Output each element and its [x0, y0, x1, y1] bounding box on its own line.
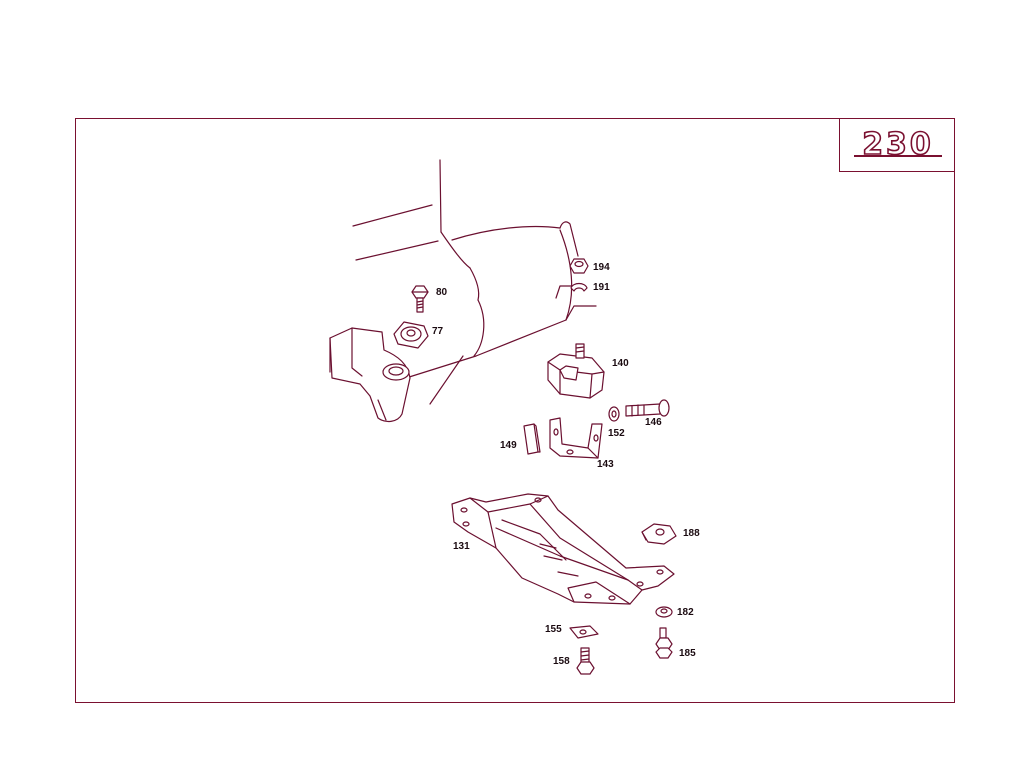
callout-80: 80	[436, 287, 448, 298]
callout-143: 143	[597, 459, 614, 470]
transmission-housing	[352, 159, 597, 405]
callout-149: 149	[500, 440, 517, 451]
washer-191	[570, 282, 588, 292]
nut-185	[655, 627, 673, 659]
nut-194	[569, 258, 589, 274]
model-badge: 230	[839, 118, 955, 172]
diagram-frame	[75, 118, 955, 703]
washer-182	[655, 606, 673, 618]
callout-131: 131	[453, 541, 470, 552]
mount-pad-77	[393, 321, 429, 349]
callout-191: 191	[593, 282, 610, 293]
clip-188	[641, 523, 677, 545]
rubber-mount-140	[547, 343, 605, 399]
shim-149	[523, 423, 541, 455]
callout-140: 140	[612, 358, 629, 369]
model-number: 230	[840, 118, 956, 172]
callout-146: 146	[645, 417, 662, 428]
crossmember-131	[451, 493, 675, 605]
washer-152	[608, 406, 620, 422]
callout-158: 158	[553, 656, 570, 667]
bolt-80	[411, 285, 429, 313]
engine-mount-bracket	[329, 327, 411, 423]
callout-185: 185	[679, 648, 696, 659]
callout-182: 182	[677, 607, 694, 618]
bolt-146	[625, 399, 670, 417]
callout-155: 155	[545, 624, 562, 635]
callout-152: 152	[608, 428, 625, 439]
callout-77: 77	[432, 326, 444, 337]
bracket-143	[549, 417, 603, 459]
callout-194: 194	[593, 262, 610, 273]
callout-188: 188	[683, 528, 700, 539]
bolt-158	[576, 647, 595, 675]
plate-155	[569, 625, 599, 639]
